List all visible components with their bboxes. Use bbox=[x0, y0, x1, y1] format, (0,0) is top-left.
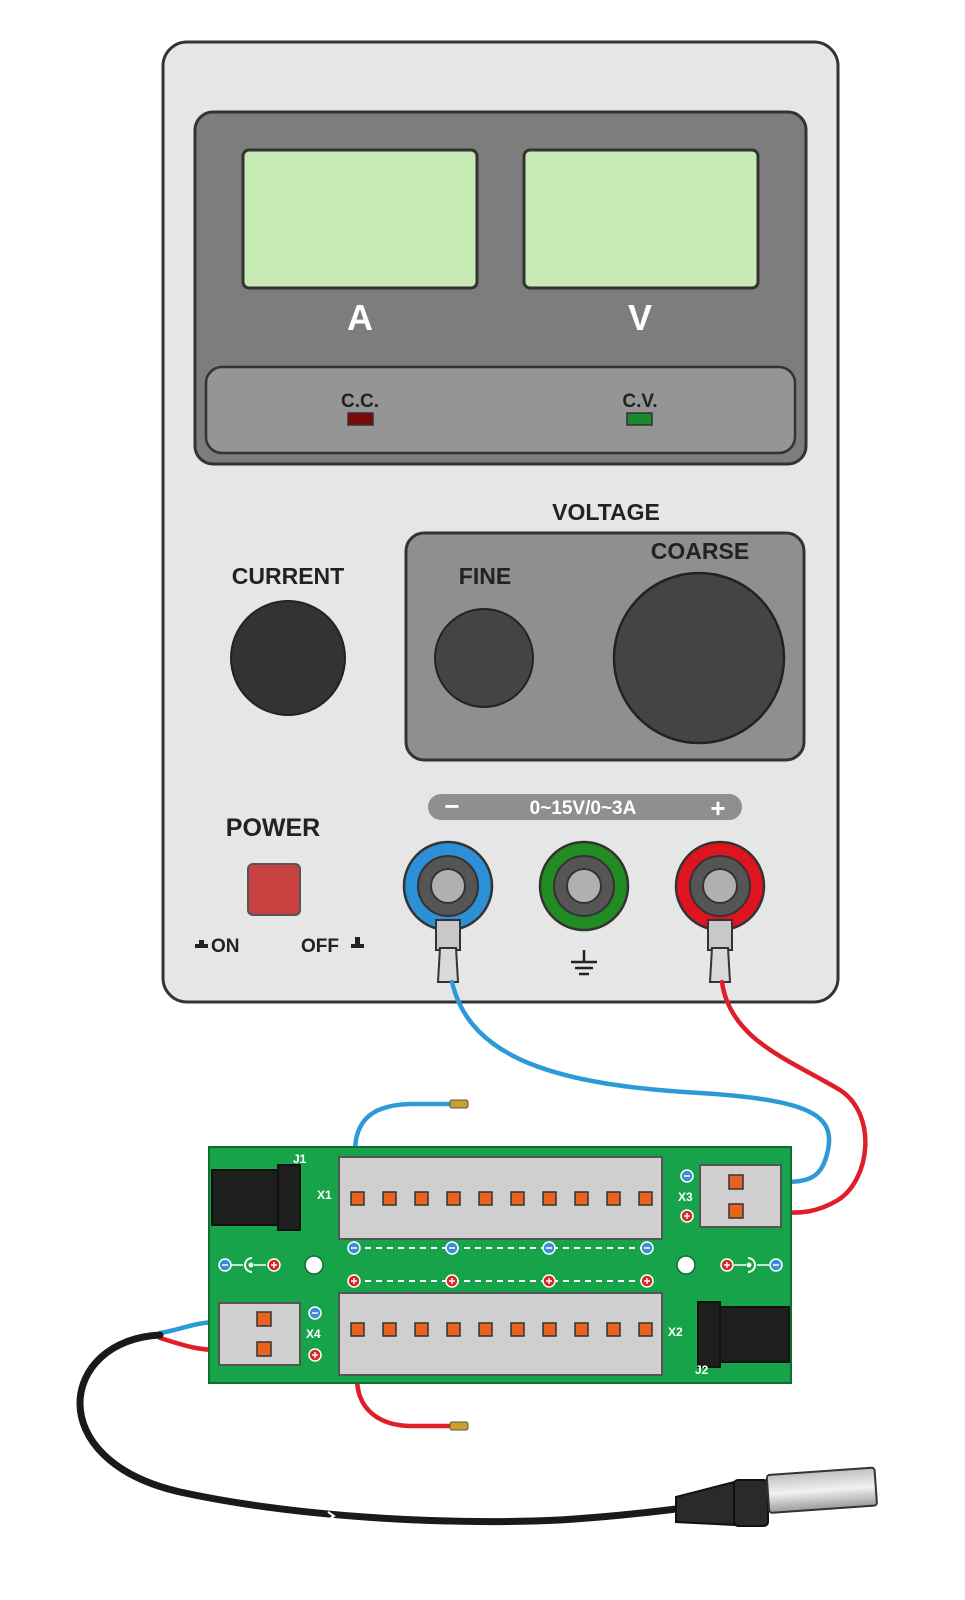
mounting-hole bbox=[304, 1255, 324, 1275]
red-supply-wire bbox=[719, 979, 868, 1215]
positive-terminal[interactable] bbox=[674, 840, 766, 932]
x4-polarity-marks bbox=[308, 1306, 322, 1362]
cv-label: C.V. bbox=[622, 391, 657, 412]
j2-label: J2 bbox=[695, 1363, 709, 1377]
voltmeter-label: V bbox=[628, 297, 652, 338]
x2-slot[interactable] bbox=[382, 1322, 397, 1337]
fine-voltage-knob[interactable] bbox=[434, 608, 534, 708]
x2-label: X2 bbox=[668, 1325, 683, 1339]
x1-slot[interactable] bbox=[478, 1191, 493, 1206]
barrel-plug bbox=[675, 1466, 878, 1527]
x3-label: X3 bbox=[678, 1190, 693, 1204]
x1-slot[interactable] bbox=[414, 1191, 429, 1206]
x1-slot[interactable] bbox=[510, 1191, 525, 1206]
cc-label: C.C. bbox=[341, 391, 379, 412]
x1-slot[interactable] bbox=[542, 1191, 557, 1206]
x1-slot[interactable] bbox=[574, 1191, 589, 1206]
current-label: CURRENT bbox=[232, 563, 344, 589]
x1-label: X1 bbox=[317, 1188, 332, 1202]
wires bbox=[76, 979, 868, 1526]
output-minus-sign: − bbox=[444, 791, 459, 821]
wire-tips bbox=[449, 1099, 469, 1431]
x2-terminal-slots bbox=[350, 1322, 653, 1337]
x2-slot[interactable] bbox=[574, 1322, 589, 1337]
power-label: POWER bbox=[226, 814, 320, 842]
x1-slot[interactable] bbox=[638, 1191, 653, 1206]
indicator-strip bbox=[204, 365, 797, 455]
coarse-label: COARSE bbox=[651, 538, 749, 564]
x3-polarity-marks bbox=[680, 1169, 694, 1223]
off-label: OFF bbox=[301, 936, 339, 957]
coarse-voltage-knob[interactable] bbox=[612, 571, 786, 745]
voltmeter-display bbox=[522, 148, 760, 290]
power-button[interactable] bbox=[247, 863, 301, 916]
black-barrel-cable bbox=[76, 1331, 689, 1526]
x1-terminal-slots bbox=[350, 1191, 653, 1206]
cc-indicator-led bbox=[347, 412, 374, 426]
x2-slot[interactable] bbox=[638, 1322, 653, 1337]
x1-slot[interactable] bbox=[382, 1191, 397, 1206]
x1-slot[interactable] bbox=[350, 1191, 365, 1206]
ground-symbol-icon bbox=[571, 950, 597, 976]
output-rating: 0~15V/0~3A bbox=[530, 798, 637, 819]
on-switch-icon bbox=[195, 940, 208, 948]
x2-slot[interactable] bbox=[542, 1322, 557, 1337]
negative-lug bbox=[435, 919, 461, 983]
x2-slot[interactable] bbox=[606, 1322, 621, 1337]
distribution-board: J1 J2 X1 X2 X3 X4 bbox=[208, 1146, 792, 1384]
voltage-label: VOLTAGE bbox=[552, 499, 660, 525]
on-label: ON bbox=[211, 936, 240, 957]
x2-slot[interactable] bbox=[478, 1322, 493, 1337]
x2-slot[interactable] bbox=[510, 1322, 525, 1337]
x1-slot[interactable] bbox=[606, 1191, 621, 1206]
mounting-hole bbox=[676, 1255, 696, 1275]
j1-polarity-icon bbox=[218, 1257, 281, 1273]
x4-label: X4 bbox=[306, 1327, 321, 1341]
output-plus-sign: + bbox=[710, 793, 725, 823]
j2-polarity-icon bbox=[720, 1257, 783, 1273]
rail-polarity-marks bbox=[347, 1241, 654, 1288]
positive-lug bbox=[707, 919, 733, 983]
current-knob[interactable] bbox=[230, 600, 346, 716]
blue-jumper-wire bbox=[352, 1101, 455, 1155]
ammeter-label: A bbox=[347, 297, 373, 338]
j1-label: J1 bbox=[293, 1152, 307, 1166]
red-jumper-wire bbox=[354, 1375, 455, 1429]
ground-terminal[interactable] bbox=[538, 840, 630, 932]
power-supply-unit: A V C.C. C.V. CURRENT VOLTAGE FINE COARS… bbox=[161, 40, 840, 1004]
x1-slot[interactable] bbox=[446, 1191, 461, 1206]
negative-terminal[interactable] bbox=[402, 840, 494, 932]
off-switch-icon bbox=[351, 937, 364, 948]
cable-break-mark bbox=[326, 1511, 336, 1525]
blue-supply-wire bbox=[449, 979, 832, 1185]
x2-slot[interactable] bbox=[446, 1322, 461, 1337]
output-rating-bar bbox=[428, 794, 742, 820]
x2-slot[interactable] bbox=[414, 1322, 429, 1337]
x2-slot[interactable] bbox=[350, 1322, 365, 1337]
cv-indicator-led bbox=[626, 412, 653, 426]
ammeter-display bbox=[241, 148, 479, 290]
fine-label: FINE bbox=[459, 563, 511, 589]
